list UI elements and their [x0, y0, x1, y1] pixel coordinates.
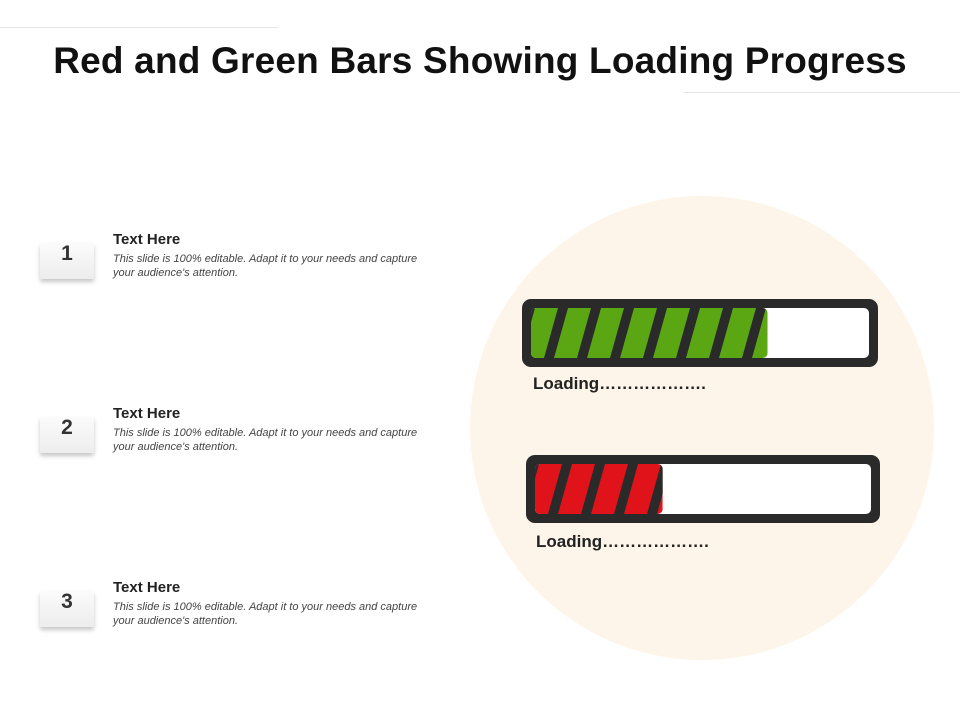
- step-body-text: This slide is 100% editable. Adapt it to…: [113, 601, 418, 627]
- step-number-box: 2: [40, 417, 94, 453]
- step-heading: Text Here: [113, 579, 181, 596]
- bar-stripe: [709, 308, 733, 358]
- step-body-text: This slide is 100% editable. Adapt it to…: [113, 427, 418, 453]
- bar-stripe: [647, 464, 663, 514]
- background-circle: [470, 196, 934, 660]
- top-divider-line: [0, 27, 278, 28]
- loading-label-green: Loading……………….: [533, 374, 706, 393]
- step-number-box: 3: [40, 591, 94, 627]
- progress-bar-graphic: [526, 455, 880, 523]
- step-body-text: This slide is 100% editable. Adapt it to…: [113, 253, 418, 279]
- bar-stripe: [742, 308, 766, 358]
- progress-bar-graphic: [522, 299, 878, 367]
- bar-stripe: [676, 308, 700, 358]
- bar-stripe: [544, 308, 568, 358]
- step-number-box: 1: [40, 243, 94, 279]
- step-heading: Text Here: [113, 405, 181, 422]
- slide-title: Red and Green Bars Showing Loading Progr…: [53, 40, 907, 81]
- progress-bar-red: [526, 455, 880, 523]
- progress-bar-green: [522, 299, 878, 367]
- bar-stripe: [581, 464, 605, 514]
- step-item-3: 3 Text Here This slide is 100% editable.…: [40, 579, 440, 651]
- loading-label-red: Loading……………….: [536, 532, 709, 551]
- step-item-1: 1 Text Here This slide is 100% editable.…: [40, 231, 440, 303]
- step-item-2: 2 Text Here This slide is 100% editable.…: [40, 405, 440, 477]
- bar-stripe: [548, 464, 572, 514]
- bar-stripe: [614, 464, 638, 514]
- bar-stripe: [577, 308, 601, 358]
- bar-stripe: [643, 308, 667, 358]
- step-heading: Text Here: [113, 231, 181, 248]
- right-divider-line: [683, 92, 960, 93]
- bar-stripe: [610, 308, 634, 358]
